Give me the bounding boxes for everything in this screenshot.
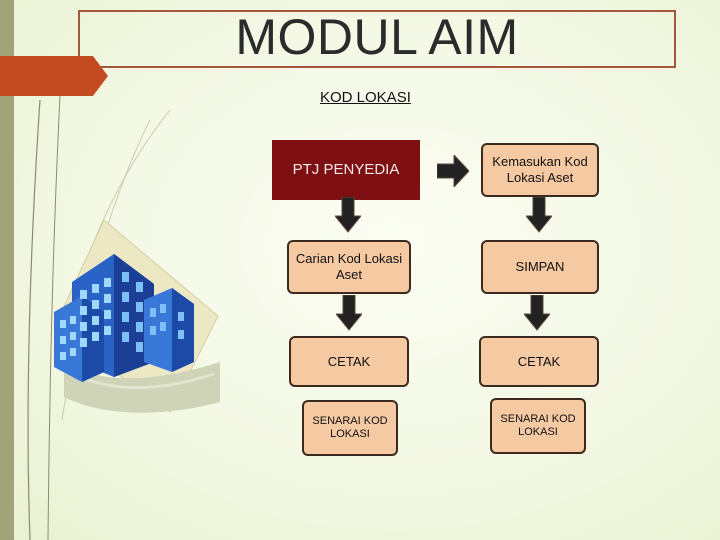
page-subtitle: KOD LOKASI bbox=[320, 89, 411, 106]
carian-kod-lokasi-label: Carian Kod Lokasi Aset bbox=[295, 251, 403, 282]
kemasukan-kod-lokasi-label: Kemasukan Kod Lokasi Aset bbox=[492, 154, 588, 185]
arrow-down-icon bbox=[526, 197, 552, 233]
title-ribbon bbox=[0, 56, 108, 96]
arrow-down-icon bbox=[335, 197, 361, 233]
cetak-left-box: CETAK bbox=[289, 336, 409, 387]
cetak-right-box: CETAK bbox=[479, 336, 599, 387]
cetak-left-label: CETAK bbox=[327, 353, 371, 369]
arrow-down-icon bbox=[524, 295, 550, 331]
arrow-down-icon bbox=[336, 295, 362, 331]
carian-kod-lokasi-box: Carian Kod Lokasi Aset bbox=[287, 240, 411, 294]
left-accent-bar bbox=[0, 0, 14, 540]
senarai-kod-lokasi-right-box: SENARAI KOD LOKASI bbox=[490, 398, 586, 454]
arrow-right-icon bbox=[437, 155, 469, 187]
ptj-penyedia-label: PTJ PENYEDIA bbox=[292, 161, 400, 178]
title-frame: MODUL AIM bbox=[78, 9, 676, 68]
building-clipart bbox=[53, 219, 220, 413]
senarai-kod-lokasi-left-box: SENARAI KOD LOKASI bbox=[302, 400, 398, 456]
page-title: MODUL AIM bbox=[235, 9, 519, 65]
senarai-kod-lokasi-right-label: SENARAI KOD LOKASI bbox=[500, 412, 576, 438]
simpan-label: SIMPAN bbox=[515, 259, 565, 275]
cetak-right-label: CETAK bbox=[517, 353, 561, 369]
ptj-penyedia-box: PTJ PENYEDIA bbox=[272, 140, 420, 200]
simpan-box: SIMPAN bbox=[481, 240, 599, 294]
senarai-kod-lokasi-left-label: SENARAI KOD LOKASI bbox=[312, 414, 388, 440]
kemasukan-kod-lokasi-box: Kemasukan Kod Lokasi Aset bbox=[481, 143, 599, 197]
